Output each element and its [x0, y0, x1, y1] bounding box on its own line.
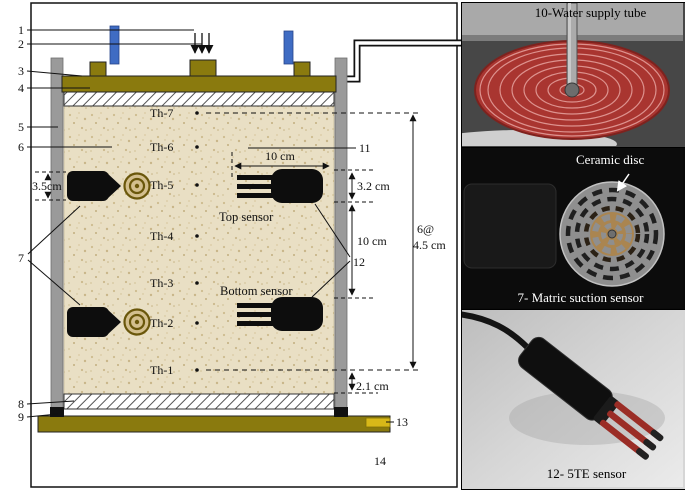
th1-label: Th-1: [150, 363, 173, 377]
part-number-labels: 1 2 3 4 5 6 7 8 9 11 12 13 14: [18, 23, 408, 468]
th1-point: [195, 368, 199, 372]
photo-matric-suction-sensor: Ceramic disc 7- Matric suction sensor: [461, 147, 685, 311]
photo2-caption: 7- Matric suction sensor: [517, 289, 644, 305]
part-leader-lines: [26, 29, 394, 423]
tube-coil-top: [123, 172, 151, 200]
part-13: 13: [396, 415, 408, 429]
apparatus-frame: [30, 2, 458, 488]
dim-stack-spacing: 4.5 cm: [413, 238, 446, 252]
bottom-sensor-annotation: Bottom sensor: [220, 284, 293, 298]
water-supply-tube-art: [462, 3, 683, 146]
th3-point: [195, 281, 199, 285]
photo3-caption: 12- 5TE sensor: [546, 465, 627, 481]
schematic-diagram: Th-7 Th-6 Th-5 Th-4 Th-3 Th-2 Th-1: [18, 2, 462, 488]
part-4: 4: [18, 81, 24, 95]
th4-label: Th-4: [150, 229, 173, 243]
dim-top-width: 10 cm: [265, 149, 295, 163]
th7-label: Th-7: [150, 106, 173, 120]
th6-label: Th-6: [150, 140, 173, 154]
top-plate-assembly: [61, 59, 337, 93]
supply-rods: [109, 25, 294, 65]
th3-label: Th-3: [150, 276, 173, 290]
part-11: 11: [359, 141, 371, 155]
dim-bottom-offset: 2.1 cm: [356, 379, 389, 393]
th4-point: [195, 234, 199, 238]
photo-water-supply-tube: 10-Water supply tube: [461, 2, 685, 149]
matric-suction-sensor-bottom: [67, 307, 121, 337]
bottom-porous-plate: [63, 393, 335, 410]
part-12: 12: [353, 255, 365, 269]
th5-point: [195, 183, 199, 187]
part-9: 9: [18, 410, 24, 424]
part-7: 7: [18, 251, 24, 265]
bottom-plate-assembly: [37, 407, 391, 433]
part-3: 3: [18, 64, 24, 78]
th2-point: [195, 321, 199, 325]
th5-label: Th-5: [150, 178, 173, 192]
th6-point: [195, 145, 199, 149]
sensor-cable: [462, 311, 531, 351]
th7-point: [195, 111, 199, 115]
water-supply-pipe: [334, 39, 462, 83]
part-14: 14: [374, 454, 386, 468]
dim-stack-count: 6@: [417, 222, 434, 236]
th2-label: Th-2: [150, 316, 173, 330]
sensor-prongs: [599, 401, 664, 460]
ceramic-disc-arrow: [616, 173, 630, 192]
ceramic-disc-label: Ceramic disc: [576, 152, 645, 167]
te-sensor-art: [462, 310, 683, 487]
photo1-caption: 10-Water supply tube: [534, 5, 647, 20]
top-porous-plate: [63, 90, 335, 107]
part-8: 8: [18, 397, 24, 411]
matric-suction-sensor-top: [67, 171, 121, 201]
photo-5te-sensor: 12- 5TE sensor: [461, 309, 685, 490]
sensor-body: [463, 183, 557, 269]
te-sensor-bottom: [237, 297, 323, 331]
top-sensor-annotation: Top sensor: [219, 210, 274, 224]
inflow-arrows: [190, 33, 214, 54]
dimension-lines: [35, 112, 420, 394]
part-1: 1: [18, 23, 24, 37]
part-2: 2: [18, 37, 24, 51]
part-5: 5: [18, 120, 24, 134]
dim-sensor-height: 3.2 cm: [357, 179, 390, 193]
tube-coil-bottom: [123, 308, 151, 336]
dim-left-height: 3.5cm: [32, 179, 62, 193]
rod-hub: [564, 82, 580, 98]
te-sensor-top: [237, 169, 323, 203]
dim-sensor-gap: 10 cm: [357, 234, 387, 248]
part-6: 6: [18, 140, 24, 154]
te-sensor-device: [518, 336, 664, 460]
thermocouple-labels: Th-7 Th-6 Th-5 Th-4 Th-3 Th-2 Th-1: [150, 106, 199, 377]
matric-suction-sensor-art: [462, 148, 683, 308]
ceramic-disc: [559, 181, 665, 287]
